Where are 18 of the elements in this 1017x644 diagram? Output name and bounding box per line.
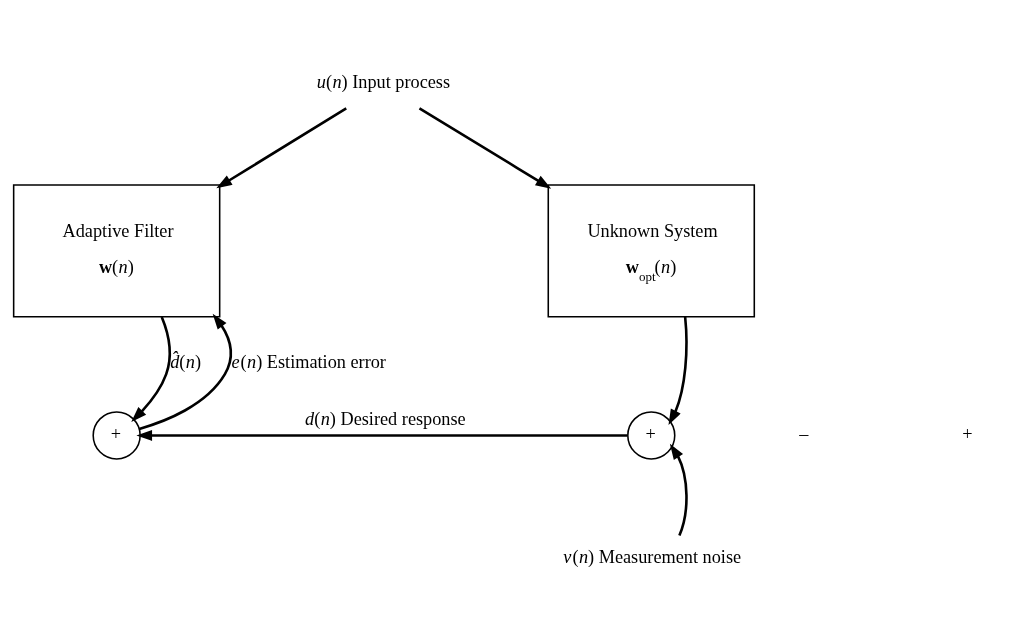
arrow (216, 107, 347, 189)
node-circle: + (92, 411, 141, 460)
arrow (136, 429, 628, 441)
arrow (138, 313, 233, 431)
label: + (962, 424, 973, 445)
label: – (799, 424, 809, 445)
arrow (669, 443, 688, 536)
arrow (131, 316, 172, 423)
arrow (418, 107, 552, 189)
node-box: Adaptive Filter w(n) (12, 184, 221, 318)
edge-label: e(n) Estimation error (231, 351, 386, 372)
node-circle: + (627, 411, 676, 460)
edge-label: d(n) Desired response (305, 409, 466, 430)
node-box: Unknown System w$_{opt}$(n) (547, 184, 756, 318)
node-text: u(n) Input process (316, 72, 451, 93)
arrow (668, 316, 688, 425)
edge-label: d̂(n) (170, 351, 201, 372)
node-text: v(n) Measurement noise (563, 546, 742, 567)
